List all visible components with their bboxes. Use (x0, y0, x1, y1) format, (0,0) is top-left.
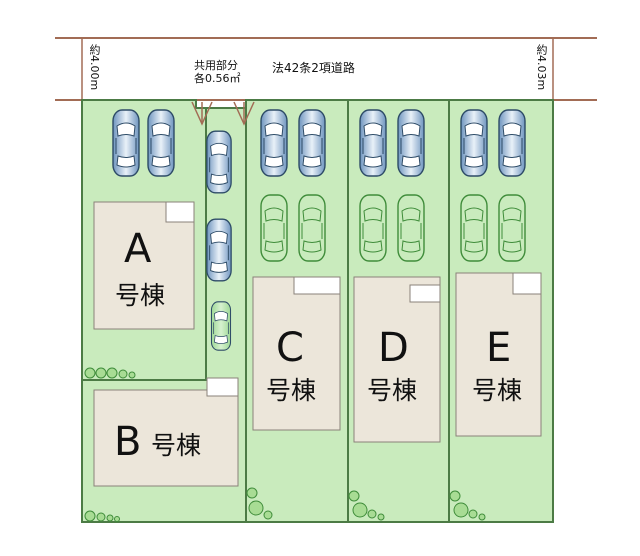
shrub (84, 367, 96, 379)
house-b-suffix: 号棟 (151, 431, 202, 460)
tree (468, 509, 478, 519)
house-c-suffix: 号棟 (266, 376, 317, 405)
shared-part-markers (191, 101, 255, 126)
houses (93, 201, 542, 487)
car (397, 109, 425, 177)
car (498, 109, 526, 177)
car (206, 130, 232, 194)
house-d-letter: D (378, 325, 409, 371)
tree (367, 509, 377, 519)
house-e-suffix: 号棟 (472, 376, 523, 405)
tree (478, 513, 486, 521)
house-a-letter: A (124, 226, 152, 272)
house-d (353, 276, 441, 443)
shrub (114, 516, 120, 522)
shrub (84, 510, 96, 522)
tree (246, 487, 258, 499)
car (359, 109, 387, 177)
tree (453, 502, 469, 518)
tree (248, 500, 264, 516)
car (147, 109, 175, 177)
road-width-left: 約4.00m (88, 44, 101, 91)
house-c-letter: C (276, 325, 304, 371)
shrub (95, 367, 107, 379)
house-d-suffix: 号棟 (367, 376, 418, 405)
small-car (210, 301, 232, 351)
shared-note-line2: 各0.56㎡ (194, 72, 241, 85)
tree (377, 513, 385, 521)
house-e-letter: E (486, 325, 512, 371)
shrub (118, 369, 128, 379)
shrubs (84, 367, 486, 522)
car (298, 109, 326, 177)
shrub (106, 514, 114, 522)
house-b-letter: B (114, 419, 142, 465)
shrub (96, 512, 106, 522)
car (206, 218, 232, 282)
car (112, 109, 140, 177)
house-a-suffix: 号棟 (115, 281, 166, 310)
tree (449, 490, 461, 502)
car (260, 109, 288, 177)
road-width-right: 約4.03m (535, 44, 548, 91)
tree (348, 490, 360, 502)
tree (263, 510, 273, 520)
shrub (128, 371, 136, 379)
car (460, 109, 488, 177)
road-name: 法42条2項道路 (272, 61, 355, 75)
shared-note-line1: 共用部分 (194, 59, 238, 72)
tree (352, 502, 368, 518)
shrub (106, 367, 118, 379)
